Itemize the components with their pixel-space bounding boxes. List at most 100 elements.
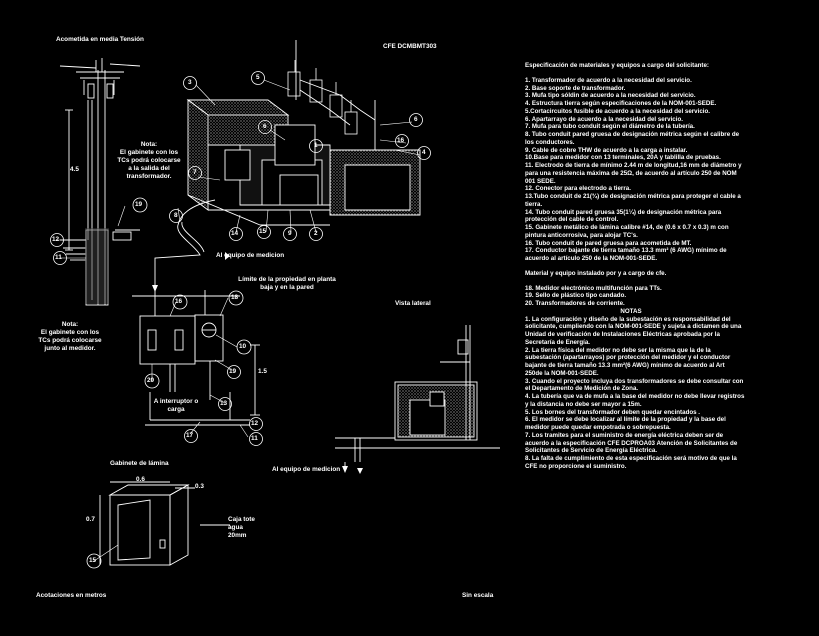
note2-line: junto al medidor.	[44, 345, 96, 352]
notas-items-list: 1. La configuración y diseño de la subes…	[525, 316, 797, 471]
spec-item: 8. Tubo conduit pared gruesa de designac…	[525, 131, 740, 138]
nota-item: solicitante, cumpliendo con la NOM-001-S…	[525, 323, 742, 331]
spec-item: los conductores.	[525, 138, 575, 146]
nota-item: subestación (apartarrayos) por protecció…	[525, 354, 731, 362]
nota-item: medidor puede quedar empotrada o sobrepu…	[525, 424, 671, 431]
spec-item: 1. Transformador de acuerdo a la necesid…	[525, 76, 692, 84]
material-title: Material y equipo instalado por y a carg…	[525, 269, 667, 277]
callout-4: 4	[422, 149, 426, 156]
spec-item: 6. Apartarrayo de acuerdo a la necesidad…	[525, 115, 683, 123]
material-item: 20. Transformadores de corriente.	[525, 300, 625, 307]
callout-circle-19b	[227, 365, 241, 379]
note2-line: Nota:	[61, 321, 79, 328]
spec-item: 9. Cable de cobre THW de acuerdo a la ca…	[525, 146, 688, 154]
nota-item: acuerdo a la especificación CFE DCPROA03…	[525, 439, 738, 447]
nota-item: 6. El medidor se debe localizar al límit…	[525, 416, 726, 424]
lateral-view	[335, 325, 500, 470]
callout-circle-12	[50, 233, 64, 247]
callout-circle-5	[251, 71, 265, 85]
callout-circle-14	[229, 227, 243, 241]
label-vista-lateral: Vista lateral	[395, 300, 431, 307]
callout-2: 2	[314, 230, 318, 237]
callout-15b: 15	[89, 557, 97, 564]
spec-item: 12. Conector para electrodo a tierra.	[525, 185, 631, 193]
nota-item: CFE no proporcione el suministro.	[525, 462, 627, 470]
callout-8: 8	[174, 212, 178, 219]
callout-circle-12b	[249, 417, 263, 431]
note1-line: TCs podrá colocarse	[117, 157, 181, 164]
dimension-meter-height: 1.5	[258, 368, 267, 375]
spec-item: 14. Tubo conduit pared gruesa 35(1¼) de …	[525, 208, 722, 216]
callout-18: 18	[231, 294, 239, 301]
footer-acotaciones: Acotaciones en metros	[36, 592, 107, 599]
interruptor-line: carga	[167, 406, 185, 413]
callout-circles	[50, 71, 431, 569]
nota-item: 8. La falta de cumplimiento de esta espe…	[525, 455, 737, 462]
nota-item: el Departamento de Medición de Zona.	[525, 385, 639, 393]
spec-item: para una resistencia máxima de 25Ω, de a…	[525, 169, 737, 177]
caja-line: agua	[228, 524, 243, 531]
label-limite-propiedad: Límite de la propiedad en planta baja y …	[222, 276, 352, 292]
dimension-pole-height: 4.5	[70, 166, 79, 173]
specification-block: Especificación de materiales y equipos a…	[525, 62, 797, 471]
callout-7: 7	[193, 169, 197, 176]
spec-item: 10.Base para medidor con 13 terminales, …	[525, 154, 721, 162]
limite-line: baja y en la pared	[260, 284, 314, 291]
acometida-title: Acometida en media Tensión	[56, 36, 144, 43]
callout-13: 13	[220, 400, 228, 407]
note-gabinete-medidor: Nota: El gabinete con los TCs podrá colo…	[24, 321, 116, 353]
spec-item: 7. Mufa para tubo conduit según el diáme…	[525, 123, 695, 131]
callout-1: 1	[314, 142, 318, 149]
interruptor-line: A interruptor o	[153, 398, 199, 405]
callout-17: 17	[186, 432, 194, 439]
nota-item: 7. Los tramites para el suministro de en…	[525, 431, 724, 439]
note1-line: Nota:	[140, 141, 158, 148]
cabinet-detail	[99, 481, 230, 566]
spec-item: pintura anticorrosiva, para alojar TC's.	[525, 231, 638, 239]
callout-circle-2	[309, 227, 323, 241]
callout-circle-1	[309, 139, 323, 153]
spec-item: 4. Estructura tierra según especificacio…	[525, 100, 717, 107]
nota-item: 3. Cuando el proyecto incluya dos transf…	[525, 377, 744, 385]
callout-6: 6	[263, 123, 267, 130]
label-interruptor-carga: A interruptor o carga	[140, 398, 212, 414]
callout-circle-15b	[86, 553, 102, 569]
spec-item: 3. Mufa tipo sóldin de acuerdo a la nece…	[525, 92, 696, 100]
callout-16: 16	[397, 137, 405, 144]
material-item: 19. Sello de plástico tipo candado.	[525, 292, 627, 300]
note1-line: El gabinete con los	[119, 149, 179, 156]
nota-item: 4. La tubería que va de mufa a la base d…	[525, 393, 745, 400]
spec-title: Especificación de materiales y equipos a…	[525, 62, 709, 69]
gabinete-dim-height: 0.7	[86, 516, 95, 523]
callout-circle-16b	[172, 294, 188, 310]
footer-escala: Sin escala	[462, 592, 494, 599]
arrows	[152, 252, 363, 474]
nota-item: Solicitantes de Servicio de Energía Eléc…	[525, 447, 658, 455]
callout-circle-15a	[257, 225, 271, 239]
callout-circle-3	[183, 76, 197, 90]
callout-circle-11a	[53, 251, 67, 265]
label-al-equipo-medicion: Al equipo de medicion	[216, 252, 285, 259]
spec-item: 15. Gabinete metálico de lámina calibre …	[525, 224, 729, 231]
note2-line: El gabinete con los	[40, 329, 100, 336]
notas-title: NOTAS	[620, 307, 642, 315]
callout-circle-7	[188, 166, 202, 180]
spec-item: 17. Conductor bajante de tierra tamaño 1…	[525, 247, 727, 255]
material-items-list: 18. Medidor electrónico multifunción par…	[525, 285, 797, 308]
callout-19b: 19	[229, 368, 237, 375]
spec-item: 13.Tubo conduit de 21(¾) de designación …	[525, 193, 741, 200]
spec-items-list: 1. Transformador de acuerdo a la necesid…	[525, 77, 797, 263]
callout-circle-4	[417, 146, 431, 160]
note2-line: TCs podrá colocarse	[38, 337, 102, 344]
callout-15: 15	[259, 228, 267, 235]
pole-foundation	[85, 228, 109, 304]
callout-5: 5	[256, 74, 260, 81]
callout-circle-13	[218, 397, 232, 411]
callout-circle-6a	[258, 120, 272, 134]
caja-label: Caja tote agua 20mm	[228, 516, 255, 540]
note-gabinete-transformador: Nota: El gabinete con los TCs podrá colo…	[108, 141, 190, 181]
callout-circle-9	[283, 227, 297, 241]
caja-line: Caja tote	[228, 516, 255, 523]
spec-item: protección del cable de control.	[525, 216, 619, 224]
